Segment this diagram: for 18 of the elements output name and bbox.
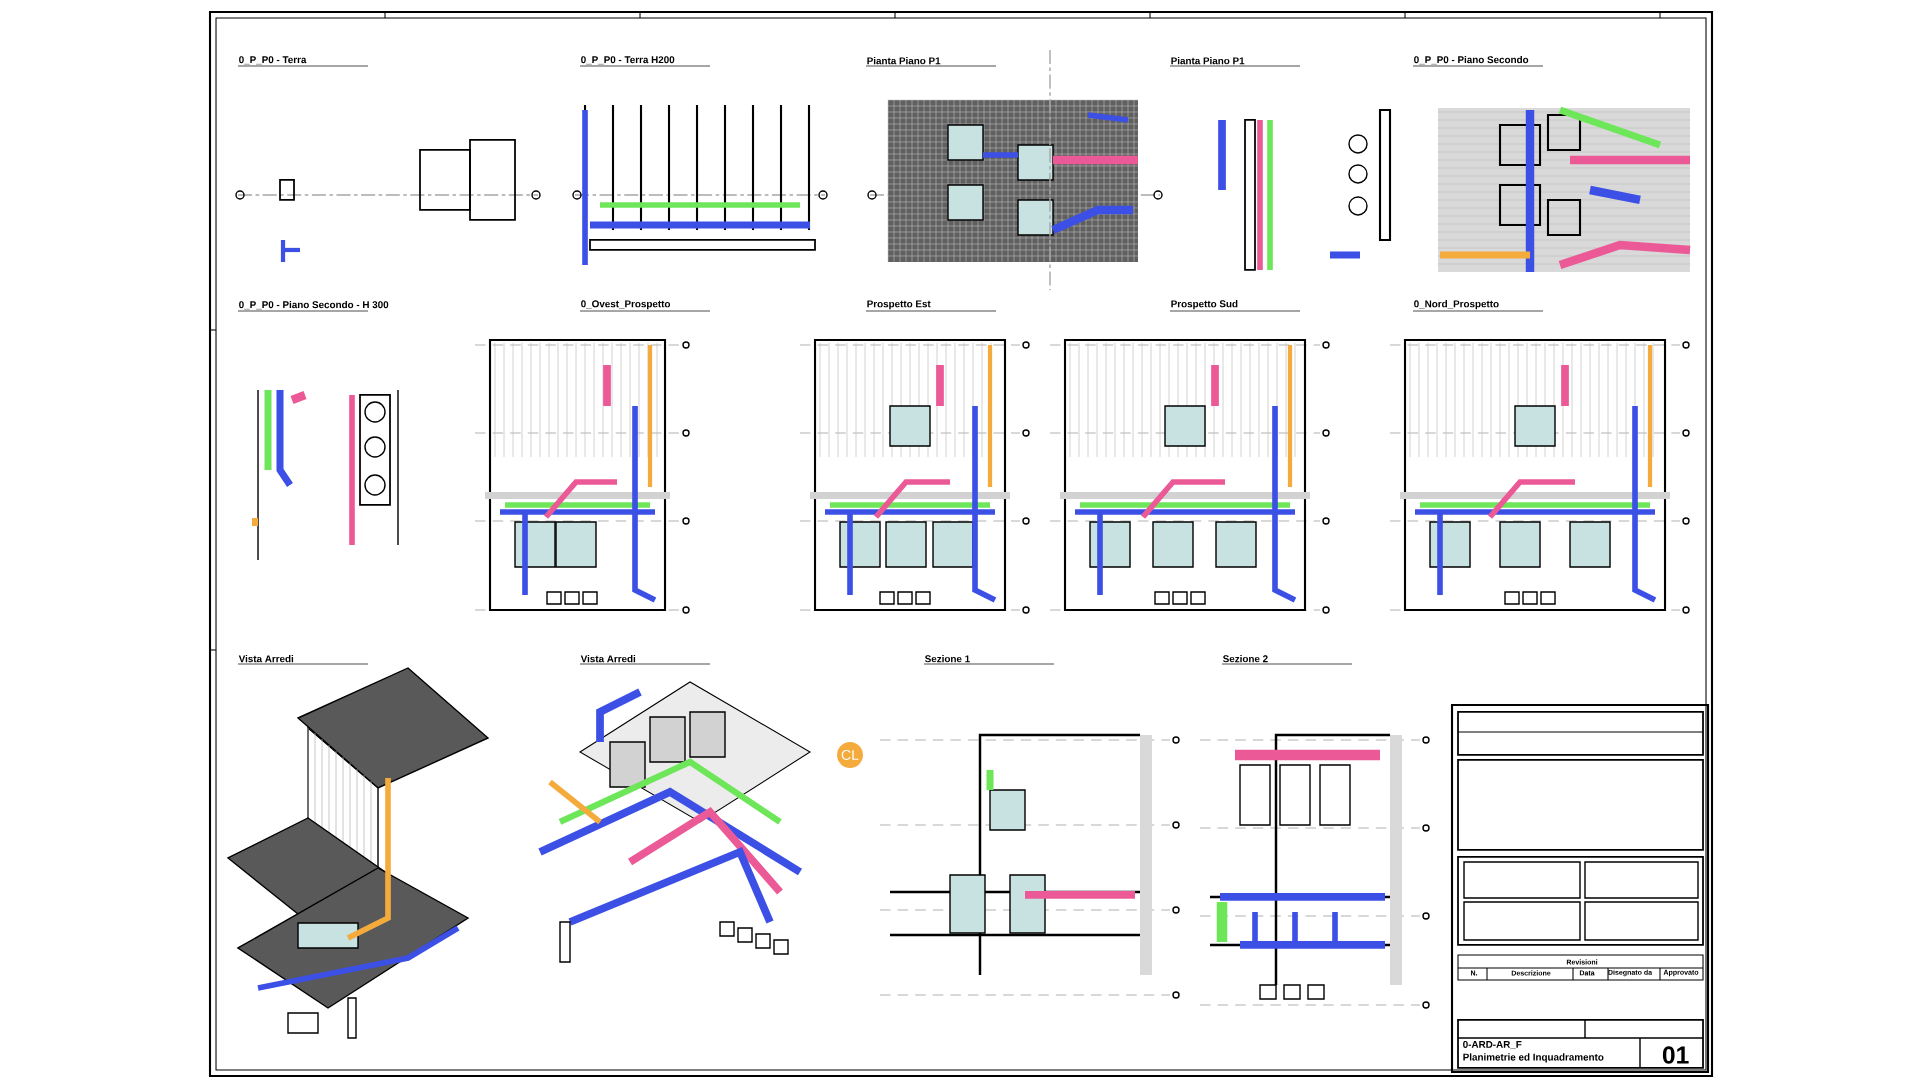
sheet-number: 01: [1662, 1046, 1689, 1064]
view-title: Prospetto Est: [866, 300, 996, 313]
view-title: Sezione 1: [924, 655, 1054, 666]
view-title: Prospetto Sud: [1170, 300, 1300, 313]
view-title: Sezione 2: [1222, 655, 1352, 666]
view-title: Pianta Piano P1: [866, 57, 996, 68]
view-title: Vista Arredi: [580, 655, 710, 666]
view-title: Vista Arredi: [238, 655, 368, 666]
view-title: 0_P_P0 - Terra: [238, 56, 368, 68]
view-title: 0_P_P0 - Terra H200: [580, 56, 710, 68]
view-title: 0_P_P0 - Piano Secondo: [1413, 55, 1543, 68]
view-title: 0_P_P0 - Piano Secondo - H 300: [238, 300, 389, 313]
comment-badge: CL: [834, 739, 866, 771]
view-title: Pianta Piano P1: [1170, 57, 1300, 68]
drawing-label: Planimetrie ed Inquadramento: [1463, 1053, 1604, 1063]
drawing-label: 0-ARD-AR_F: [1463, 1040, 1522, 1050]
view-title: 0_Nord_Prospetto: [1413, 300, 1543, 313]
view-title: 0_Ovest_Prospetto: [580, 300, 710, 313]
